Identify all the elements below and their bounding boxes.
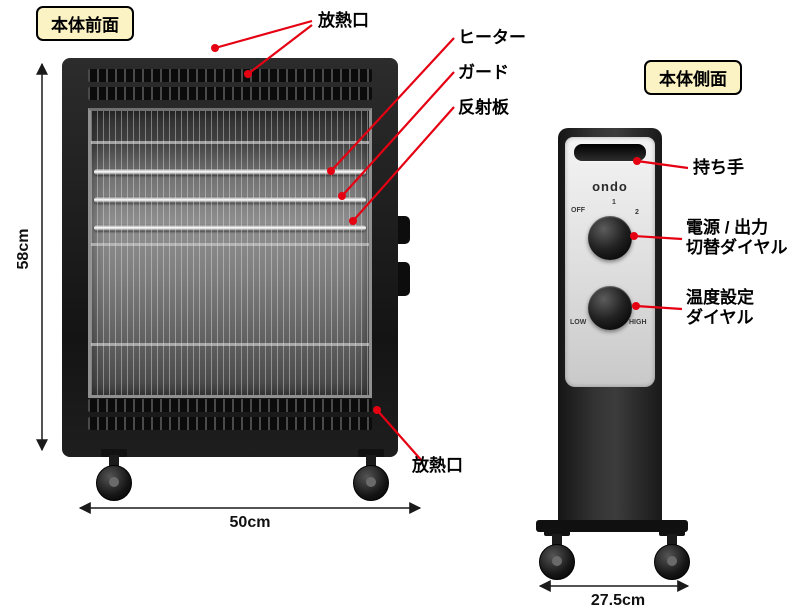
label-guard: ガード [458,63,509,82]
caster-stem [366,455,376,466]
caster-hub [667,556,677,566]
guard-bar [91,141,369,144]
temp-dial-high-mark: HIGH [629,319,647,326]
caster-hub [366,477,376,487]
caster-hub [552,556,562,566]
label-power-dial: 電源 / 出力 切替ダイヤル [686,218,788,258]
front-bottom-vent [76,394,384,435]
caster-stem [667,534,677,545]
quartz-heater-tube [94,169,366,175]
front-top-vent [76,64,384,105]
temperature-dial [588,286,632,330]
leader-vent-top-1 [214,19,313,50]
caster-wheel [648,528,696,582]
temp-dial-low-mark: LOW [570,319,587,326]
front-view-badge: 本体前面 [36,6,134,41]
power-dial [588,216,632,260]
heater-side-view: ondo OFF 1 2 LOW HIGH [558,128,662,526]
brand-logo: ondo [592,179,628,194]
caster-stem [109,455,119,466]
guard-bar [91,343,369,346]
vent-slot-row [88,399,372,412]
label-temp-dial-line1: 温度設定 [686,288,754,307]
base-plate [536,520,688,532]
side-dial-edge [398,216,410,244]
label-power-dial-line2: 切替ダイヤル [686,238,788,257]
label-temp-dial-line2: ダイヤル [686,308,754,327]
vent-slot-row [88,87,372,100]
power-dial-1-mark: 1 [612,199,616,206]
power-dial-2-mark: 2 [635,209,639,216]
caster-mount [101,449,127,457]
caster-stem [552,534,562,545]
label-handle: 持ち手 [693,158,744,177]
dimension-depth: 27.5cm [590,592,646,609]
label-power-dial-line1: 電源 / 出力 [686,218,769,237]
control-panel: ondo OFF 1 2 LOW HIGH [565,137,655,387]
caster-wheel [533,528,581,582]
side-dial-edge [398,262,410,296]
vent-slot-row [88,417,372,430]
dimension-height: 58cm [15,228,32,270]
caster-wheel [347,449,395,503]
label-temp-dial: 温度設定 ダイヤル [686,288,754,328]
guard-bar [91,243,369,246]
front-heating-area [88,108,372,398]
label-vent-top: 放熱口 [318,11,369,30]
dimension-width: 50cm [229,514,271,531]
side-view-badge: 本体側面 [644,60,742,95]
quartz-heater-tube [94,225,366,231]
caster-wheel [90,449,138,503]
caster-mount [544,528,570,536]
heater-front-view [62,58,410,457]
caster-mount [358,449,384,457]
vent-slot-row [88,69,372,82]
handle [574,144,646,161]
quartz-heater-tube [94,197,366,203]
leader-dot [211,44,219,52]
label-vent-bottom: 放熱口 [412,456,463,475]
caster-mount [659,528,685,536]
label-reflector: 反射板 [458,98,509,117]
caster-hub [109,477,119,487]
label-heater: ヒーター [458,28,526,47]
power-dial-off-mark: OFF [571,207,585,214]
wire-guard [91,111,369,395]
